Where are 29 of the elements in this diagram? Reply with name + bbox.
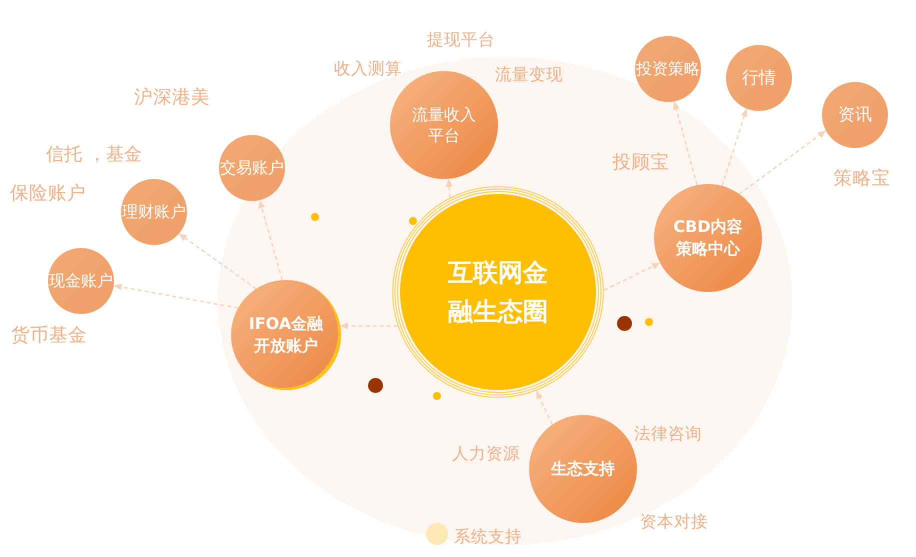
item-label: 货币基金: [11, 326, 87, 346]
item-circle: 理财账户: [121, 179, 187, 245]
arrow: [604, 262, 660, 291]
arrow: [721, 108, 748, 186]
item-circle: 现金账户: [48, 248, 114, 314]
hub-circle: 互联网金融生态圈: [392, 186, 604, 398]
arrow: [114, 284, 238, 309]
item-label: 系统支持: [454, 528, 522, 546]
item-circle: 资讯: [822, 82, 888, 148]
item-label: 信托 ，基金: [46, 145, 142, 165]
item-label: 提现平台: [427, 30, 495, 50]
arrow: [258, 200, 283, 280]
arrow: [673, 101, 698, 186]
item-label: 法律咨询: [634, 424, 702, 444]
item-label: 策略宝: [834, 168, 890, 190]
item-label: 沪深港美: [134, 88, 210, 108]
arrow: [178, 233, 256, 290]
item-label: 资本对接: [640, 512, 708, 532]
arrow: [536, 390, 553, 425]
arrow: [340, 322, 398, 330]
item-circle: 行情: [726, 45, 792, 111]
item-circle: 交易账户: [219, 135, 285, 201]
item-label: 保险账户: [10, 184, 86, 204]
item-label: 流量变现: [495, 66, 563, 84]
arrow: [446, 178, 453, 198]
arrow: [738, 130, 826, 195]
item-label: 人力资源: [452, 444, 520, 464]
item-label: 投顾宝: [612, 152, 670, 174]
item-circle: 投资策略: [635, 36, 701, 102]
